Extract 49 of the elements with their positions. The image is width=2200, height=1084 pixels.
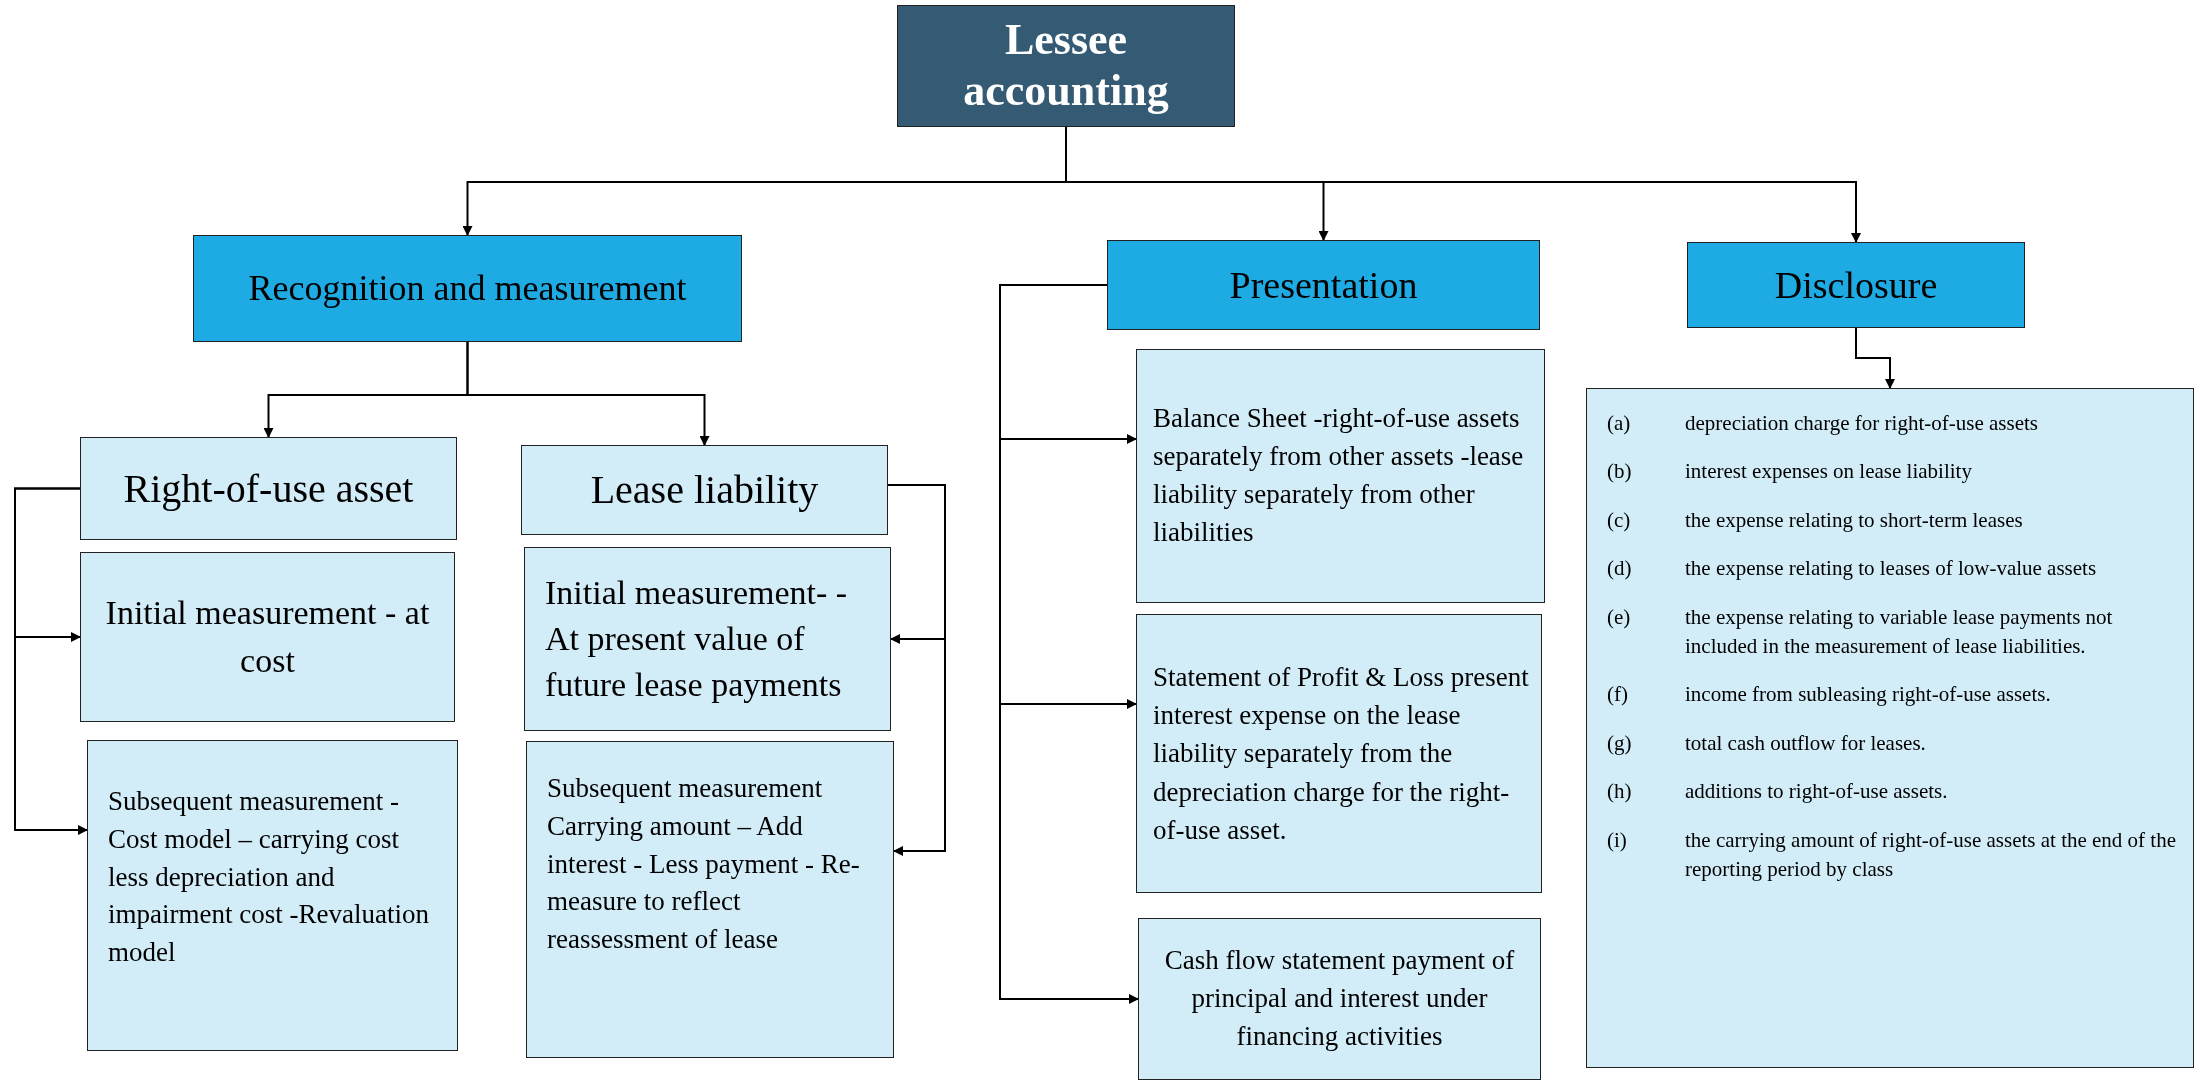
list-item-text: additions to right-of-use assets. [1685, 778, 1949, 806]
box-text: Subsequent measurement -Cost model – carrying cost less depreciation and impairment cost -Revaluation model [108, 785, 430, 970]
box-text: Right-of-use asset [123, 464, 414, 513]
list-item-text: the expense relating to leases of low-value assets [1685, 555, 2098, 583]
box-text: Initial measurement- -At present value of future lease payments [545, 573, 849, 705]
item-marker: (i) [1607, 826, 1628, 854]
item-marker: (h) [1607, 778, 1633, 806]
box-text: Balance Sheet -right-of-use assets separately from other assets -lease liability separately from other liabilities [1153, 402, 1525, 549]
text-box [526, 741, 894, 1058]
text-box [1136, 614, 1542, 893]
box-text: Subsequent measurement Carrying amount – Add interest - Less payment - Re-measure to reflect reassessment of lease [547, 772, 861, 957]
item-marker: (a) [1607, 410, 1632, 437]
connector-arrow [1855, 327, 1895, 389]
text-box [524, 547, 891, 731]
category-box [1687, 242, 2025, 328]
list-item-text: total cash outflow for leases. [1685, 729, 1927, 757]
box-text: Cash flow statement payment of principal and interest under financing activities [1163, 944, 1516, 1053]
item-marker: (c) [1607, 506, 1632, 534]
item-marker: (g) [1607, 729, 1633, 757]
list-item-text: the carrying amount of right-of-use assets at the end of the reporting period by class [1685, 826, 2177, 883]
list-item-text: the expense relating to short-term leases [1685, 506, 2024, 534]
text-box [87, 740, 458, 1051]
item-marker: (f) [1607, 681, 1629, 709]
connector-arrow [999, 284, 1139, 1004]
text-box [80, 552, 455, 722]
disclosure-list-box [1586, 388, 2194, 1068]
text-box [1136, 349, 1545, 603]
list-item-text: depreciation charge for right-of-use assets [1685, 410, 2039, 437]
box-text: Disclosure [1774, 262, 1938, 308]
root-box [897, 5, 1235, 127]
list-item-text: income from subleasing right-of-use assets. [1685, 681, 2052, 709]
box-text: Lease liability [590, 466, 819, 514]
item-marker: (d) [1607, 555, 1633, 583]
subcategory-box [80, 437, 457, 540]
box-text: Statement of Profit & Loss present interest expense on the lease liability separately from the depreciation charge for the right-of-use asset. [1153, 660, 1529, 847]
box-text: Presentation [1229, 262, 1418, 308]
box-text: Recognition and measurement [248, 267, 687, 311]
connector-arrow [466, 341, 710, 446]
list-item-text: interest expenses on lease liability [1685, 458, 1973, 486]
text-box [1138, 918, 1541, 1080]
item-marker: (b) [1607, 458, 1633, 486]
subcategory-box [521, 445, 888, 535]
box-text: Initial measurement - at cost [105, 593, 430, 681]
item-marker: (e) [1607, 603, 1632, 631]
category-box [1107, 240, 1540, 330]
category-box [193, 235, 742, 342]
connector-arrow [14, 487, 88, 835]
list-item-text: the expense relating to variable lease payments not included in the measurement of lease liabilities. [1685, 603, 2114, 660]
box-text: Lessee accounting [962, 15, 1170, 117]
